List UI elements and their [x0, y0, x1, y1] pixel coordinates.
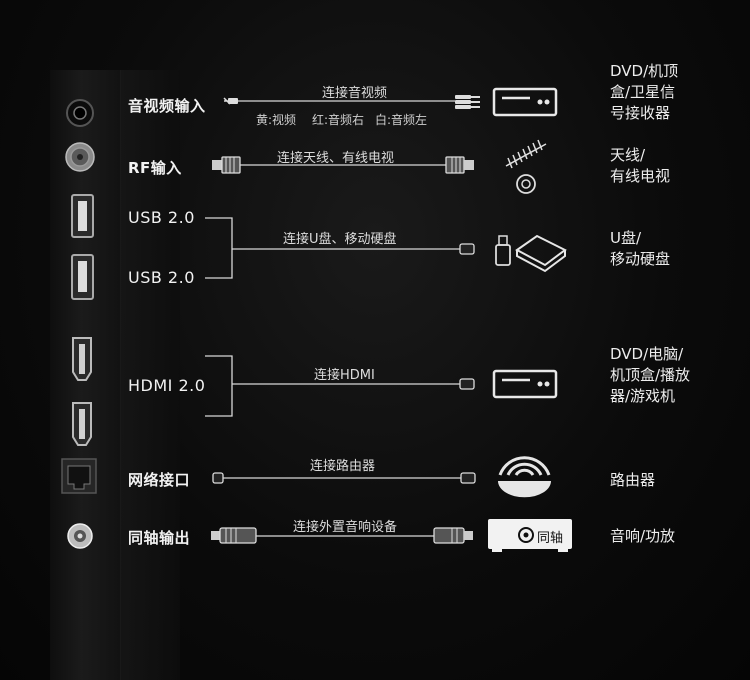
dvd-player-icon [492, 87, 558, 117]
set-top-box-icon [492, 369, 558, 399]
coax-port-icon [67, 523, 93, 549]
usb-cable [205, 217, 475, 279]
router-icon [498, 456, 551, 498]
usb-port-icon [71, 194, 94, 238]
device-label-line: 机顶盒/播放 [610, 366, 691, 384]
av-device-label: DVD/机顶 盒/卫星信 号接收器 [610, 61, 678, 124]
rf-port-label: RF输入 [128, 159, 182, 177]
lan-port-label: 网络接口 [128, 471, 191, 489]
device-label-line: 器/游戏机 [610, 387, 676, 405]
hdmi-cable-label: 连接HDMI [314, 368, 375, 383]
hdmi-port-icon [72, 337, 92, 381]
portable-hard-drive-icon [515, 234, 567, 273]
av-cable-label: 连接音视频 [322, 86, 388, 101]
antenna-socket-icon [516, 174, 536, 194]
coax-port-label: 同轴输出 [128, 529, 191, 547]
tv-back-panel-shade [120, 70, 180, 680]
rf-port-icon [65, 142, 95, 172]
av-audio-right-label: 红:音频右 [312, 113, 365, 127]
rf-device-label: 天线/ 有线电视 [610, 145, 670, 187]
hdmi-port-icon [72, 402, 92, 446]
hdmi-device-label: DVD/电脑/ 机顶盒/播放 器/游戏机 [610, 344, 690, 407]
device-label-line: 盒/卫星信 [610, 83, 676, 101]
av-audio-left-label: 白:音频左 [375, 113, 428, 127]
ethernet-port-icon [61, 458, 97, 494]
usb-port-icon [71, 254, 94, 300]
lan-device-label: 路由器 [610, 471, 656, 489]
device-label-line: U盘/ [610, 229, 642, 247]
device-label-line: 号接收器 [610, 104, 671, 122]
av-port-label: 音视频输入 [128, 97, 206, 115]
audio-receiver-icon [488, 519, 572, 552]
rf-cable-label: 连接天线、有线电视 [277, 151, 395, 166]
hdmi-port-label: HDMI 2.0 [128, 376, 206, 395]
usb-device-label: U盘/ 移动硬盘 [610, 228, 670, 270]
av-video-label: 黄:视频 [256, 113, 297, 127]
usb-port-label-1: USB 2.0 [128, 208, 195, 227]
av-cable [223, 95, 480, 109]
coax-device-label: 音响/功放 [610, 527, 676, 545]
receiver-box-label: 同轴 [537, 531, 564, 546]
coax-cable-label: 连接外置音响设备 [293, 520, 398, 535]
ethernet-cable [212, 472, 476, 484]
lan-cable-label: 连接路由器 [310, 459, 376, 474]
device-label-line: 移动硬盘 [610, 250, 671, 268]
device-label-line: DVD/电脑/ [610, 345, 684, 363]
rf-cable [212, 156, 474, 174]
hdmi-cable [205, 355, 475, 417]
antenna-icon [505, 139, 547, 169]
usb-cable-label: 连接U盘、移动硬盘 [283, 232, 397, 247]
device-label-line: DVD/机顶 [610, 62, 679, 80]
coax-cable [211, 527, 473, 544]
av-jack-icon [66, 99, 94, 127]
device-label-line: 有线电视 [610, 167, 671, 185]
device-label-line: 天线/ [610, 146, 646, 164]
usb-flash-drive-icon [495, 235, 511, 266]
usb-port-label-2: USB 2.0 [128, 268, 195, 287]
